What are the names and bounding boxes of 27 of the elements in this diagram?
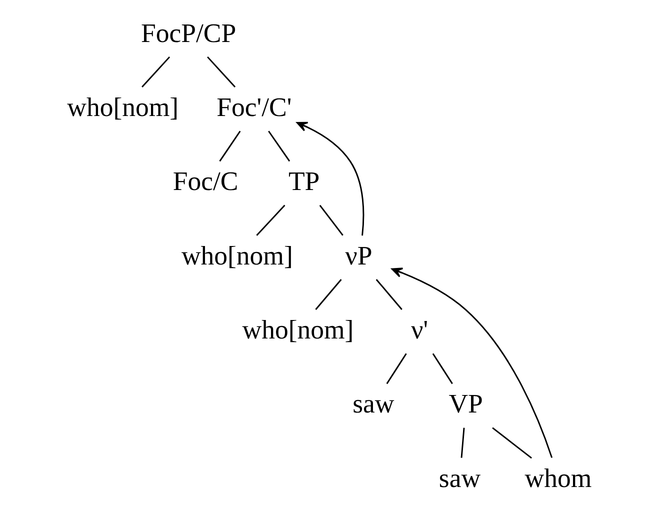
connector [256,204,286,236]
arrow [296,122,364,236]
node-text: FocP/CP [140,18,236,48]
node-text: ν' [411,314,428,344]
connector [268,130,290,162]
connector [386,353,407,384]
connector [492,427,532,459]
connector [315,279,342,310]
node-text: saw [352,388,394,419]
connector [219,130,241,162]
node-text: Foc/C [172,166,238,196]
connector [319,204,344,236]
node-text: who[nom] [242,314,354,344]
connector [460,428,465,458]
connector [207,56,236,88]
node-text: VP [448,388,483,419]
node-text: whom [524,462,592,493]
connector [376,279,402,310]
node-text: νP [345,240,372,270]
connector [432,353,453,384]
connector [142,56,170,88]
node-text: who[nom] [181,240,293,270]
arrow [391,268,553,458]
node-text: who[nom] [67,92,179,122]
node-text: TP [288,166,320,196]
node-text: Foc'/C' [216,92,292,122]
node-text: saw [438,462,481,493]
